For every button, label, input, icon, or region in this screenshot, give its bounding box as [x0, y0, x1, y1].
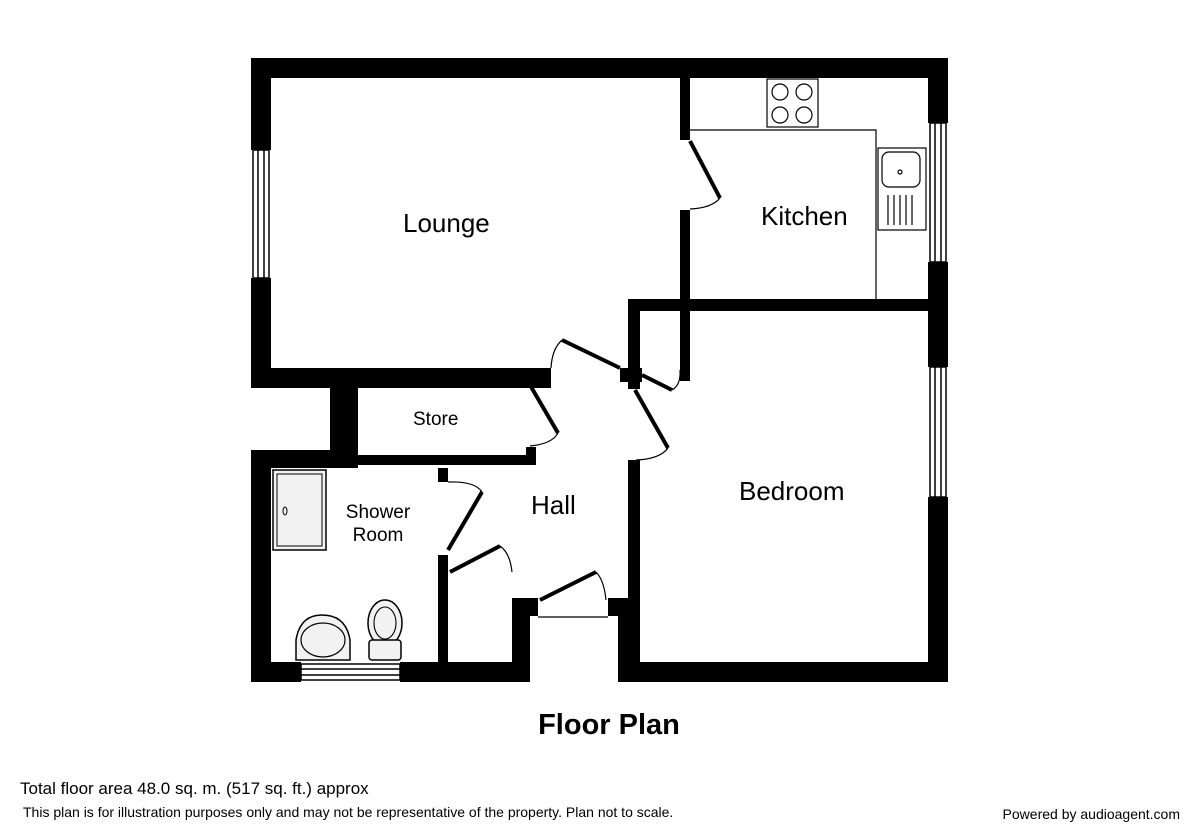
floor-plan-drawing [251, 58, 948, 682]
exterior-walls [251, 58, 948, 682]
kitchen-fixtures [690, 78, 927, 299]
room-label-kitchen: Kitchen [761, 201, 848, 231]
room-label-lounge: Lounge [403, 208, 490, 238]
doors [446, 140, 722, 618]
shower-window [300, 663, 401, 681]
room-label-bedroom: Bedroom [739, 476, 845, 506]
room-label-hall: Hall [531, 490, 576, 520]
bedroom-window [929, 366, 947, 498]
powered-by-credit: Powered by audioagent.com [1002, 806, 1180, 822]
room-label-shower-room: Shower Room [336, 501, 420, 547]
room-label-shower-line1: Shower [345, 502, 411, 523]
room-label-store: Store [413, 409, 459, 430]
plan-title: Floor Plan [538, 709, 680, 741]
shower-room-fixtures [272, 469, 403, 661]
windows [252, 122, 947, 681]
kitchen-window [929, 122, 947, 263]
lounge-window [252, 149, 270, 279]
shower-tray-icon [272, 469, 327, 551]
sink-icon [877, 147, 927, 231]
room-label-shower-line2: Room [352, 525, 404, 546]
disclaimer-text: This plan is for illustration purposes o… [23, 804, 674, 820]
basin-icon [295, 614, 351, 661]
interior-walls [350, 78, 928, 670]
total-floor-area: Total floor area 48.0 sq. m. (517 sq. ft… [20, 779, 369, 798]
